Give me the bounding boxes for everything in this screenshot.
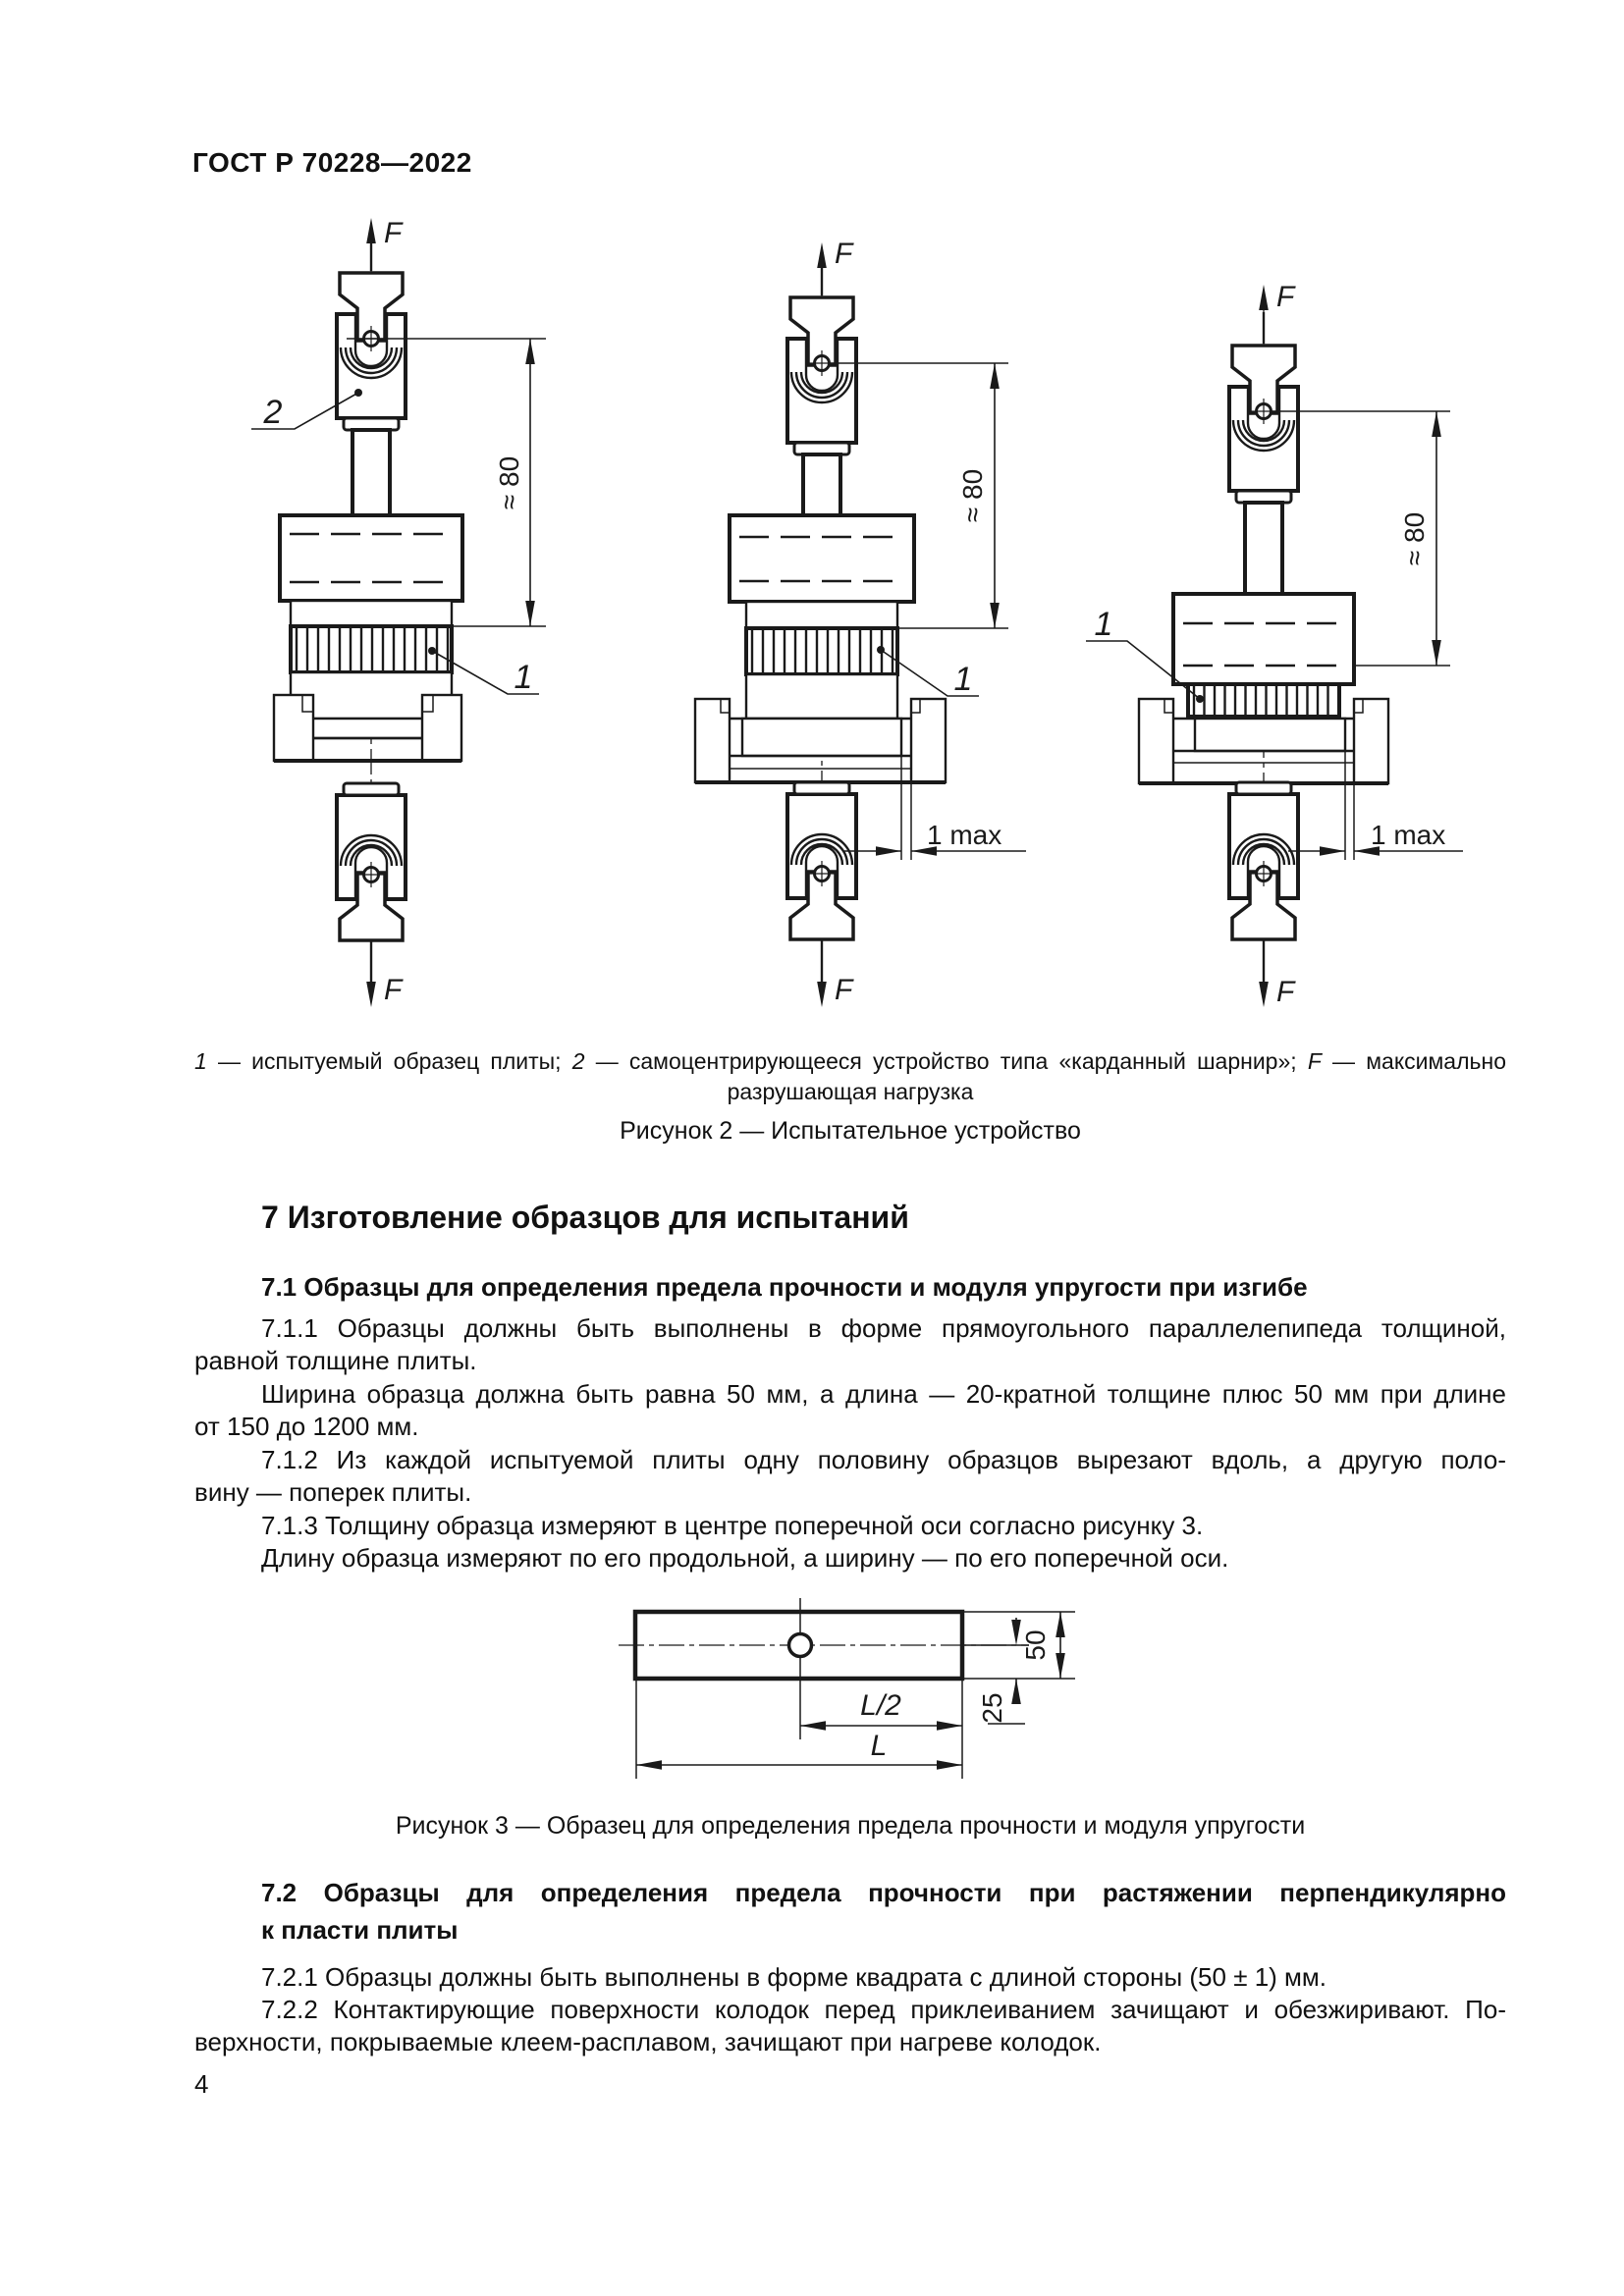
dimension-1max: 1 max (844, 820, 1026, 856)
dimension-L-half: L/2 (800, 1689, 962, 1731)
callout-1-label: 1 (514, 659, 533, 696)
dimension-L: L (636, 1730, 962, 1770)
force-label: F (1276, 976, 1296, 1008)
upper-cardan-grip (335, 271, 407, 432)
force-arrow-down: F (1259, 939, 1296, 1008)
dimension-80: ≈ 80 (1272, 410, 1450, 667)
specimen-hatch (750, 628, 894, 674)
center-hole (786, 1631, 814, 1659)
specimen-hatch (295, 626, 450, 672)
figure3-caption: Рисунок 3 — Образец для определения пред… (395, 1812, 1306, 1840)
lower-cardan-grip (1227, 780, 1300, 941)
paragraph-7-1-3: 7.1.3 Толщину образца измеряют в центре … (261, 1511, 1204, 1540)
paragraph-width-line1: Ширина образца должна быть равна 50 мм, … (261, 1379, 1506, 1409)
dimension-1max: 1 max (1288, 820, 1463, 856)
lower-cardan-grip (785, 780, 858, 941)
upper-block-hidden-lines (739, 535, 904, 583)
dim-80-label: ≈ 80 (1399, 512, 1430, 565)
force-arrow-up: F (817, 238, 854, 295)
figure3-specimen: 50 25 L/2 L (619, 1598, 1075, 1779)
section-7-title: 7 Изготовление образцов для испытаний (261, 1200, 909, 1235)
dim-1max-label: 1 max (927, 820, 1001, 850)
paragraph-length: Длину образца измеряют по его продольной… (261, 1543, 1229, 1573)
figure2-device-left: F (251, 217, 546, 1007)
paragraph-7-1-2-line1: 7.1.2 Из каждой испытуемой плиты одну по… (261, 1445, 1506, 1474)
paragraph-7-2-1: 7.2.1 Образцы должны быть выполнены в фо… (261, 1962, 1327, 1992)
figure2-device-right: F (1086, 281, 1463, 1008)
specimen (1186, 682, 1341, 719)
force-arrow-up: F (1259, 281, 1296, 344)
callout-2: 2 (251, 389, 362, 431)
figure3-drawing: 50 25 L/2 L (619, 1598, 1075, 1779)
legend-key-1: 1 (194, 1048, 207, 1074)
legend-key-F: F (1307, 1048, 1322, 1074)
figure2-caption: Рисунок 2 — Испытательное устройство (620, 1117, 1081, 1145)
dimension-25: 25 (962, 1618, 1029, 1725)
section-7-2-title-line2: к пласти плиты (261, 1915, 459, 1945)
upper-block-hidden-lines (1183, 621, 1344, 667)
upper-stem (1243, 501, 1284, 596)
lower-cardan-grip (335, 781, 407, 942)
upper-cardan-grip (1227, 344, 1300, 505)
upper-cardan-grip (785, 295, 858, 456)
dim-1max-label: 1 max (1371, 820, 1445, 850)
callout-1-label: 1 (954, 661, 973, 698)
callout-1: 1 (877, 646, 979, 698)
paragraph-7-2-2-line1: 7.2.2 Контактирующие поверхности колодок… (261, 1995, 1506, 2024)
dim-80-label: ≈ 80 (494, 456, 524, 509)
figure2-drawing: F (251, 217, 1463, 1008)
figure2-legend-line2: разрушающая нагрузка (727, 1079, 974, 1104)
force-label: F (835, 974, 854, 1006)
upper-block (278, 513, 464, 603)
upper-block-hidden-lines (290, 532, 453, 584)
dimension-50: 50 (1020, 1612, 1065, 1679)
specimen (744, 600, 899, 721)
callout-2-label: 2 (263, 394, 283, 431)
paragraph-width-line2: от 150 до 1200 мм. (194, 1412, 419, 1441)
upper-stem (351, 428, 392, 517)
callout-1: 1 (428, 647, 539, 696)
section-7-1-title: 7.1 Образцы для определения предела проч… (261, 1272, 1308, 1302)
callout-1: 1 (1086, 606, 1204, 703)
dim-L-label: L (871, 1730, 888, 1762)
paragraph-7-1-1-line1: 7.1.1 Образцы должны быть выполнены в фо… (261, 1313, 1506, 1343)
support-yoke (272, 693, 463, 763)
support-plate (693, 697, 947, 860)
dimension-80: ≈ 80 (830, 362, 1008, 629)
dimension-80: ≈ 80 (347, 338, 546, 627)
extension-lines (635, 1611, 1075, 1779)
force-arrow-down: F (366, 940, 404, 1007)
legend-key-2: 2 (571, 1048, 585, 1074)
section-7-2-title-line1: 7.2 Образцы для определения предела проч… (261, 1878, 1506, 1907)
page-number: 4 (194, 2069, 209, 2099)
support-plate (1137, 697, 1390, 860)
force-label: F (835, 238, 854, 270)
force-label: F (384, 217, 404, 249)
upper-stem (801, 453, 842, 517)
dim-80-label: ≈ 80 (957, 469, 988, 522)
paragraph-7-2-2-line2: верхности, покрываемые клеем-расплавом, … (194, 2027, 1102, 2056)
page-header: ГОСТ Р 70228—2022 (192, 147, 472, 178)
force-arrow-up: F (366, 217, 404, 271)
figure2-legend-line1: 1 — испытуемый образец плиты; 2 — самоце… (194, 1048, 1506, 1074)
paragraph-7-1-2-line2: вину — поперек плиты. (194, 1477, 472, 1507)
force-label: F (384, 974, 404, 1006)
callout-1-label: 1 (1095, 606, 1113, 643)
upper-block (728, 513, 916, 604)
force-label: F (1276, 281, 1296, 313)
dim-25-label: 25 (977, 1692, 1007, 1723)
paragraph-7-1-1-line2: равной толщине плиты. (194, 1346, 477, 1375)
force-arrow-down: F (817, 939, 854, 1007)
upper-block (1171, 592, 1356, 686)
specimen-hatch (1192, 684, 1329, 717)
dim-L-half-label: L/2 (860, 1689, 901, 1722)
figure2-device-middle: F (693, 238, 1026, 1007)
